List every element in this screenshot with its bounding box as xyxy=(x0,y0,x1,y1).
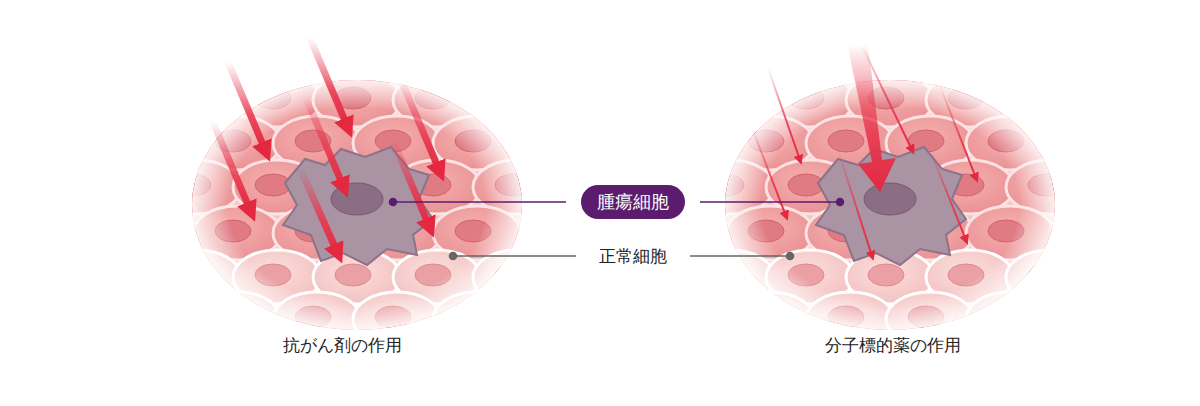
tumor-pill: 腫瘍細胞 xyxy=(581,185,685,219)
node-text: 腫瘍細胞 xyxy=(597,191,669,213)
tissue-left xyxy=(153,73,561,346)
caption-label: 抗がん剤の作用 xyxy=(281,335,404,355)
cell-label: 正常細胞 xyxy=(597,246,669,266)
drug-arrows-left xyxy=(213,38,440,254)
caption-label: 分子標的薬の作用 xyxy=(823,335,963,355)
tissue-right xyxy=(686,73,1094,346)
targeted-arrow xyxy=(848,44,896,192)
